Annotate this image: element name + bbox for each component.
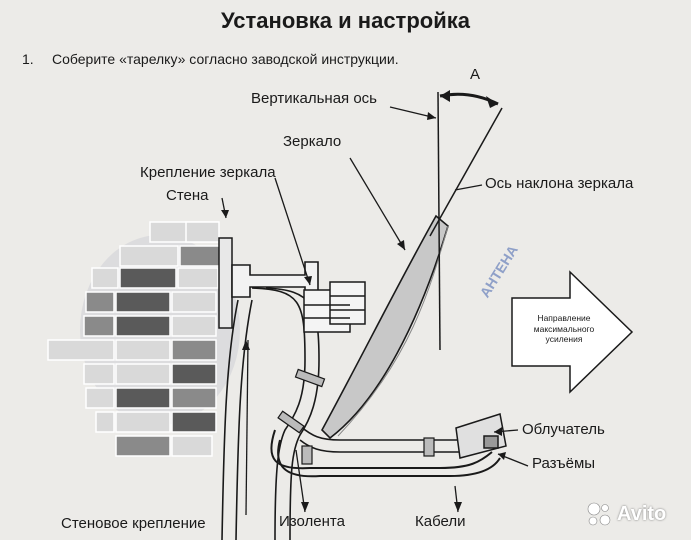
brick <box>91 267 119 289</box>
cables <box>270 429 501 478</box>
brick <box>115 339 171 361</box>
brick <box>119 267 177 289</box>
wall-plate <box>218 237 233 329</box>
brick <box>85 387 115 409</box>
brick-wall <box>47 221 221 457</box>
angle-arrowhead-left <box>440 90 450 102</box>
brick <box>85 291 115 313</box>
avito-dots-icon <box>587 502 611 526</box>
connectors-label: Разъёмы <box>532 455 596 472</box>
brick <box>177 267 219 289</box>
brick <box>115 435 171 457</box>
brick <box>119 245 179 267</box>
dish-rim <box>337 225 449 437</box>
brick <box>171 315 217 337</box>
dish-stamp: АНТЕНА <box>476 242 520 300</box>
brick <box>115 411 171 433</box>
mount-arm <box>221 261 320 540</box>
mirror-label: Зеркало <box>283 133 342 150</box>
feed-label: Облучатель <box>522 421 605 438</box>
direction-arrow-label: Направление максимального усиления <box>533 313 595 345</box>
brick <box>47 339 115 361</box>
brick <box>115 315 171 337</box>
avito-watermark: Avito <box>585 498 685 530</box>
tape-label: Изолента <box>279 513 345 530</box>
step-number: 1. <box>22 51 34 67</box>
brick <box>185 221 220 243</box>
brick <box>95 411 115 433</box>
vertical-axis-label: Вертикальная ось <box>251 90 377 107</box>
brick <box>171 387 217 409</box>
cables-label: Кабели <box>415 513 466 530</box>
wall-label: Стена <box>166 187 209 204</box>
angle-arrowhead-right <box>486 96 498 108</box>
brick <box>83 363 115 385</box>
angle-label: A <box>470 66 481 83</box>
tilt-axis-line <box>429 107 503 237</box>
page-title: Установка и настройка <box>221 8 470 33</box>
direction-arrow <box>511 270 634 394</box>
avito-watermark-text: Avito <box>617 503 667 525</box>
leader-arrowheads <box>221 112 506 512</box>
brick <box>171 291 217 313</box>
brick <box>115 363 171 385</box>
dish-mirror <box>321 214 449 440</box>
brick <box>115 291 171 313</box>
step-text: Соберите «тарелку» согласно заводской ин… <box>52 51 399 67</box>
brick <box>115 387 171 409</box>
feed-arm <box>299 425 470 453</box>
brick <box>171 363 217 385</box>
feed-lnb <box>455 413 507 459</box>
tilt-axis-label: Ось наклона зеркала <box>485 175 634 192</box>
brick <box>171 435 213 457</box>
wall-mount-label: Стеновое крепление <box>61 515 206 532</box>
tape-rings <box>277 368 435 465</box>
brick <box>179 245 221 267</box>
mirror-mount-label: Крепление зеркала <box>140 164 276 181</box>
brick <box>171 339 217 361</box>
brick <box>171 411 217 433</box>
brick <box>83 315 115 337</box>
mirror-bracket <box>303 281 366 333</box>
